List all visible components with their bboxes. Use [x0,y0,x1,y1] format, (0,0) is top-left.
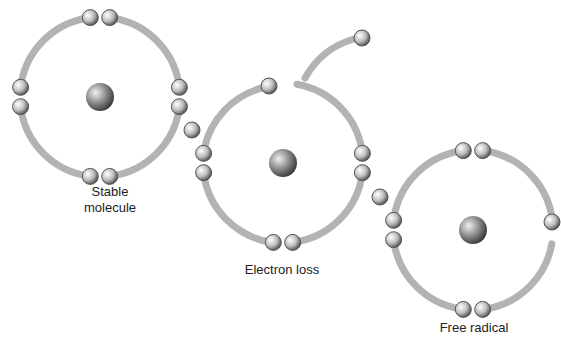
atom-label: Stable molecule [70,184,150,216]
atom-label: Electron loss [217,262,347,278]
atom-label: Free radical [409,320,539,336]
